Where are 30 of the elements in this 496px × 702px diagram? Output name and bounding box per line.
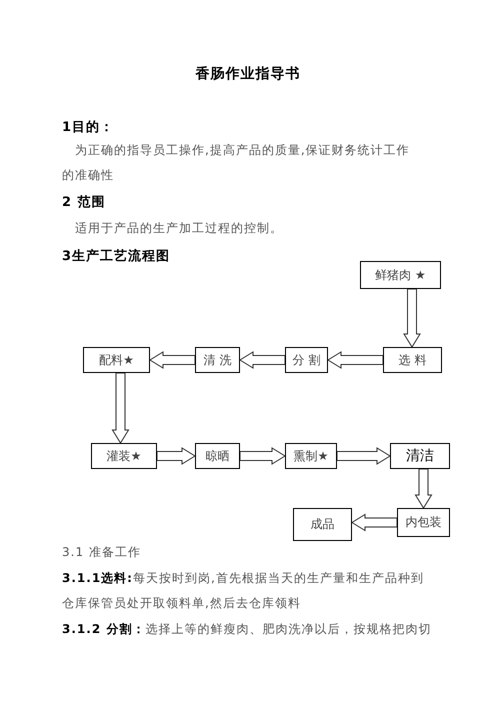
process-box: 配料★ (83, 347, 150, 373)
process-box: 灌装★ (91, 443, 157, 469)
block-arrow (414, 468, 432, 509)
process-box: 清 洗 (195, 347, 240, 373)
process-box: 晾晒 (195, 443, 240, 469)
paragraph: 适用于产品的生产加工过程的控制。 (75, 220, 284, 237)
subsection-heading: 3.1 准备工作 (62, 544, 142, 561)
process-box: 选 料 (383, 347, 442, 373)
block-arrow (403, 288, 421, 348)
paragraph: 为正确的指导员工操作,提高产品的质量,保证财务统计工作的准确性 (62, 142, 411, 184)
section-heading: 2 范围 (62, 194, 107, 212)
paragraph: 3.1.2 分割：选择上等的鲜瘦肉、肥肉洗净以后，按规格把肉切 (62, 621, 432, 638)
block-arrow (336, 447, 391, 465)
process-box: 内包装 (397, 508, 450, 537)
block-arrow (240, 447, 286, 465)
block-arrow (327, 351, 384, 369)
document-title: 香肠作业指导书 (194, 65, 302, 84)
process-box: 成品 (293, 508, 352, 541)
block-arrow (149, 351, 196, 369)
process-box: 清洁 (390, 443, 450, 469)
process-box: 分 割 (285, 347, 328, 373)
process-box: 鲜猪肉 ★ (360, 261, 441, 289)
block-arrow (239, 351, 286, 369)
block-arrow (112, 372, 130, 444)
process-box: 熏制★ (285, 443, 337, 469)
section-heading: 1目的： (62, 119, 116, 137)
paragraph: 3.1.1选料:每天按时到岗,首先根据当天的生产量和生产品种到仓库保管员处开取领料单,然后去仓库领料 (62, 570, 425, 612)
section-heading: 3生产工艺流程图 (62, 248, 172, 266)
block-arrow (351, 514, 398, 532)
block-arrow (156, 447, 196, 465)
